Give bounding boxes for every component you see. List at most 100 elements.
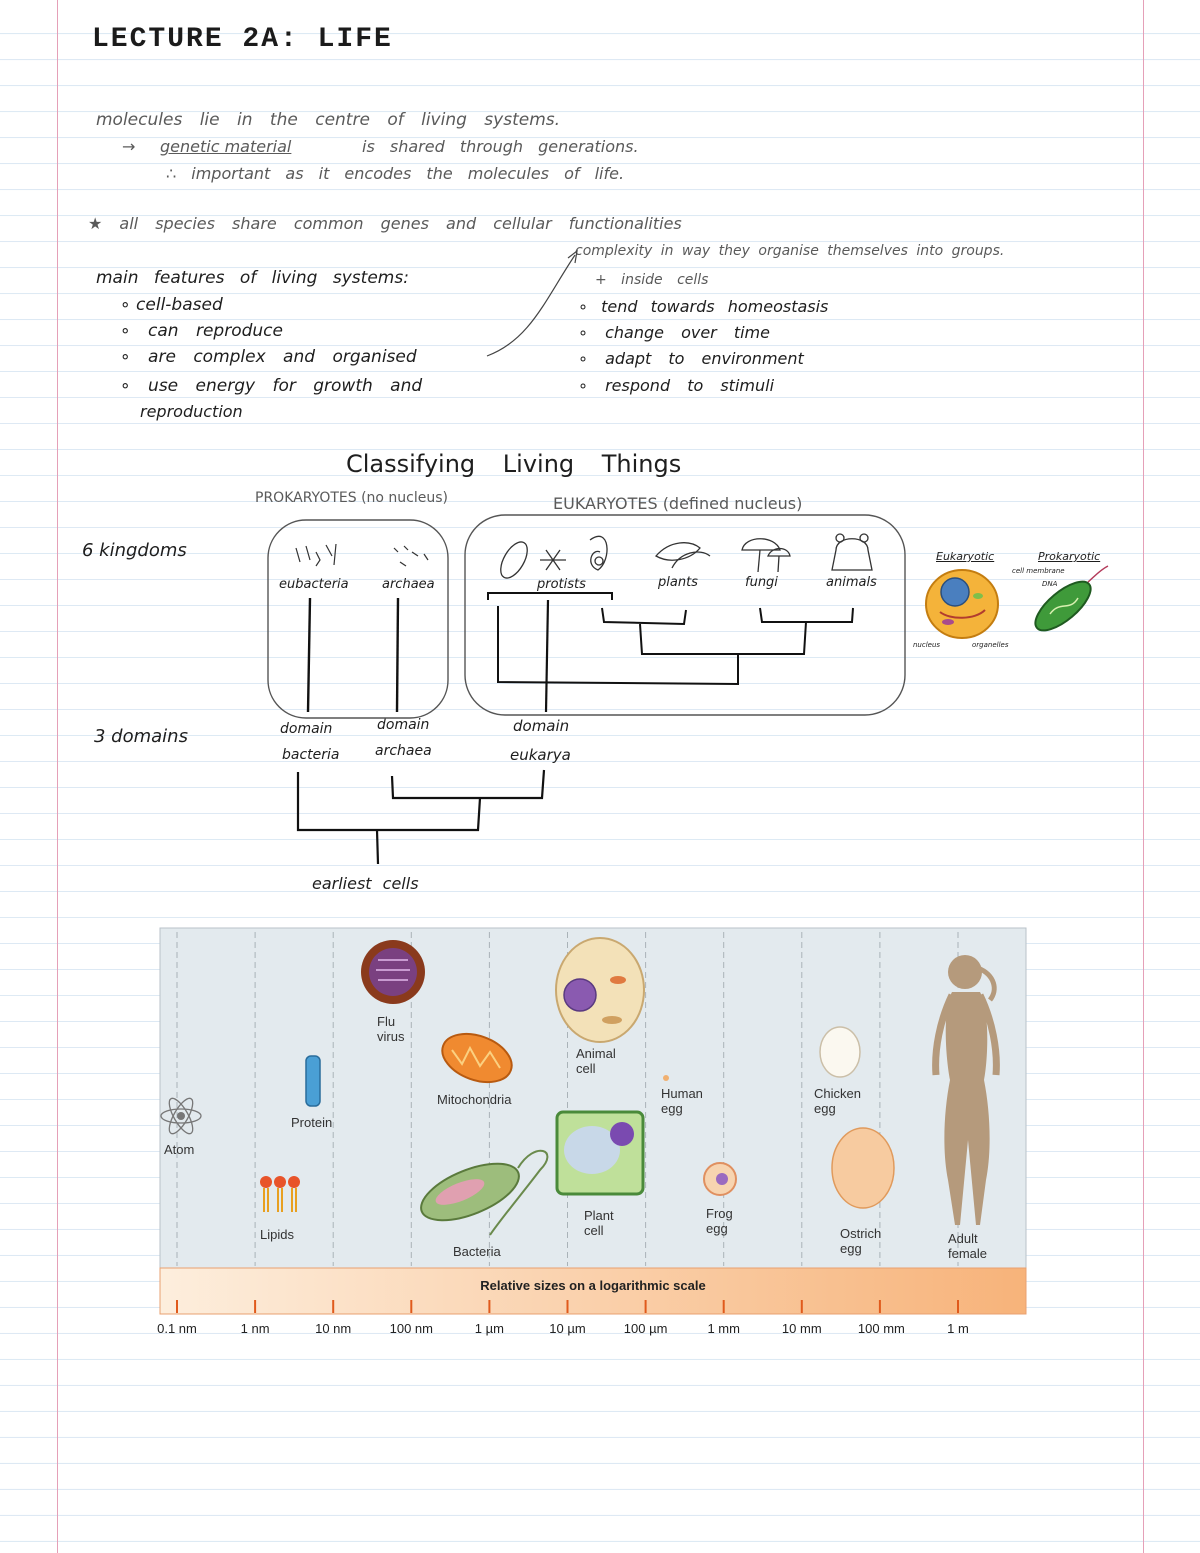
frog-egg-icon [703,1162,737,1196]
kingdom-eubacteria: eubacteria [279,577,349,592]
annotation-arrowhead [567,249,578,264]
eukaryotic-cell-sketch [925,569,999,639]
axis-tick-label: 1 m [947,1321,969,1336]
star-note: ★ all species share common genes and cel… [88,214,682,233]
chicken-egg-icon [819,1026,861,1078]
human-egg-icon [663,1075,669,1081]
scale-band-title: Relative sizes on a logarithmic scale [480,1278,706,1293]
domain-bacteria-line1: domain [280,721,333,737]
tree-line [296,772,482,832]
axis-tick-label: 1 nm [240,1321,270,1336]
feature-item: ∘ adapt to environment [578,349,804,368]
note-line-1: molecules lie in the centre of living sy… [96,110,561,130]
mitochondria-label: Mitochondria [437,1092,512,1107]
adult-female-icon [932,955,1000,1225]
atom-label: Atom [164,1142,195,1157]
kingdom-archaea: archaea [382,577,435,592]
archaea-sketch [393,545,429,567]
adult-female-label: Adult female [948,1231,988,1261]
axis-tick-label: 100 mm [857,1321,905,1336]
membrane-label: cell membrane [1012,567,1065,575]
note-line-2-rest: is shared through generations. [362,137,639,156]
prokaryotes-label: PROKARYOTES (no nucleus) [255,490,448,506]
dna-label: DNA [1042,580,1058,588]
annotation-line-1: complexity in way they organise themselv… [575,243,1005,259]
eukaryotic-label: Eukaryotic [936,550,995,563]
domain-eukarya-line1: domain [513,717,570,735]
feature-item: reproduction [140,402,243,421]
organelles-label: organelles [972,641,1009,649]
prokaryote-enclosure [267,519,449,719]
domain-archaea-line1: domain [377,717,430,733]
kingdom-fungi: fungi [745,575,778,590]
kingdom-animals: animals [826,575,877,590]
lipids-label: Lipids [260,1227,294,1242]
scale-band [159,1267,1027,1315]
annotation-line-2: + inside cells [595,272,709,288]
tree-line [375,829,380,865]
plant-cell-label: Plant cell [584,1208,614,1238]
axis-tick-label: 100 µm [623,1321,668,1336]
chicken-egg-label: Chicken egg [814,1086,861,1116]
prokaryotic-label: Prokaryotic [1038,550,1101,563]
tree-line [395,597,400,713]
plants-sketch [654,542,711,569]
ostrich-egg-icon [831,1127,895,1209]
axis-tick-label: 1 µm [474,1321,504,1336]
protists-sketch [500,535,608,579]
tree-line [544,599,550,713]
plant-cell-icon [555,1110,645,1196]
mitochondria-icon [441,1032,513,1084]
animal-cell-label: Animal cell [576,1046,616,1076]
human-egg-label: Human egg [661,1086,703,1116]
annotation-arrow [486,254,576,357]
feature-item: ∘ respond to stimuli [578,376,775,395]
axis-tick-label: 0.1 nm [157,1321,197,1336]
note-line-3: ∴ important as it encodes the molecules … [166,164,625,183]
lipids-icon [260,1176,300,1212]
domain-eukarya-line2: eukarya [510,746,571,764]
axis-tick-label: 1 mm [707,1321,740,1336]
axis-tick-label: 10 nm [315,1321,352,1336]
atom-icon [160,1097,202,1135]
feature-item: ∘ can reproduce [120,321,283,341]
domain-bacteria-line2: bacteria [282,747,340,763]
note-line-2-term: genetic material [160,137,292,156]
tree-line [497,606,739,686]
eukaryotes-label: EUKARYOTES (defined nucleus) [553,494,803,513]
animals-sketch [831,533,873,571]
ostrich-egg-label: Ostrich egg [840,1226,882,1256]
frog-egg-label: Frog egg [706,1206,733,1236]
note-line-2-arrow: → [122,137,136,156]
domains-label: 3 domains [94,726,188,747]
bacteria-icon [420,1149,549,1236]
tree-line [390,769,546,800]
feature-item: ∘ are complex and organised [120,347,417,367]
fungi-sketch [741,538,791,573]
flu-virus-label: Flu virus [377,1014,405,1044]
prokaryotic-cell-sketch [1034,565,1109,632]
eukaryote-enclosure [464,514,906,716]
feature-item: ∘ change over time [578,323,770,342]
tree-line [487,592,613,600]
axis-tick-label: 10 µm [549,1321,586,1336]
feature-item: ∘ cell-based [120,295,223,315]
tree-line [639,621,807,655]
right-margin-line [1143,0,1144,1553]
page-title: LECTURE 2A: LIFE [92,24,393,55]
protein-label: Protein [291,1115,333,1130]
axis-tick-label: 10 mm [781,1321,822,1336]
feature-item: ∘ use energy for growth and [120,376,423,396]
tree-line [306,597,312,713]
nucleus-label: nucleus [913,641,941,649]
protein-icon [305,1055,321,1107]
root-earliest-cells: earliest cells [312,874,419,893]
classification-heading: Classifying Living Things [346,450,682,478]
feature-item: ∘ tend towards homeostasis [578,297,829,316]
kingdom-protists: protists [537,577,586,592]
tree-line [601,607,687,626]
features-heading: main features of living systems: [96,268,409,288]
kingdoms-label: 6 kingdoms [82,540,187,561]
animal-cell-icon [555,937,645,1043]
